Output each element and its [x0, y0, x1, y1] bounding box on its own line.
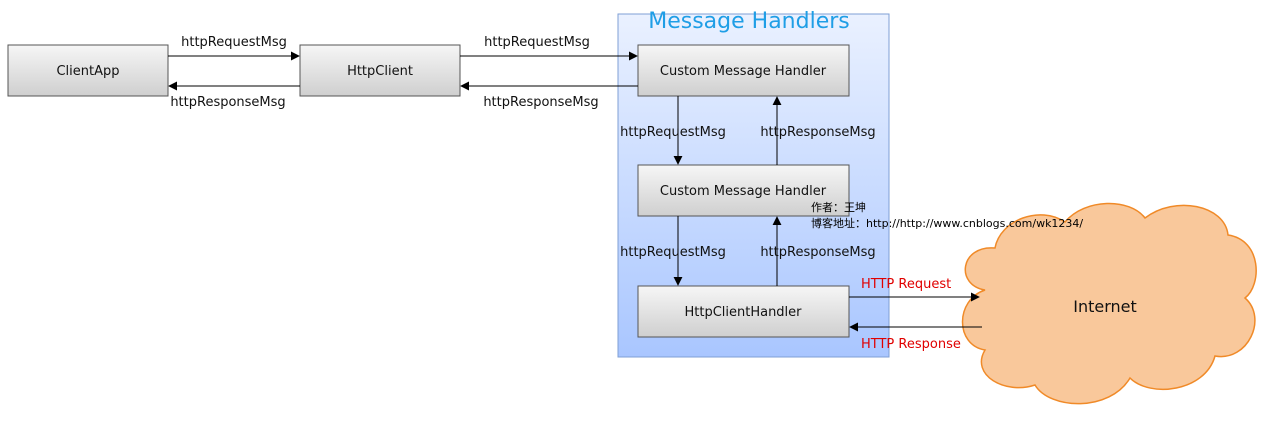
edge-label-client-to-httpclient: httpRequestMsg [181, 35, 287, 50]
client-app-label: ClientApp [56, 64, 119, 79]
watermark-author: 作者：王坤 [811, 200, 866, 214]
internet-label: Internet [1073, 297, 1137, 316]
edge-label-handler2-to-handler1: httpResponseMsg [760, 125, 875, 140]
custom-handler-2-label: Custom Message Handler [660, 184, 827, 199]
edge-label-handler1-to-httpclient: httpResponseMsg [483, 95, 598, 110]
client-app-node: ClientApp [7, 44, 169, 97]
edge-label-handler2-to-clienthandler: httpRequestMsg [620, 245, 726, 260]
internet-cloud: Internet [961, 202, 1257, 405]
edge-label-http-response: HTTP Response [861, 337, 961, 352]
custom-handler-1-box [637, 44, 850, 97]
edge-label-httpclient-to-client: httpResponseMsg [170, 95, 285, 110]
custom-handler-1-node: Custom Message Handler [637, 44, 850, 97]
http-client-handler-label: HttpClientHandler [684, 305, 802, 320]
client-app-box [7, 44, 169, 97]
watermark-blog: 博客地址：http://http://www.cnblogs.com/wk123… [811, 216, 1083, 230]
http-client-handler-node: HttpClientHandler [637, 285, 850, 338]
http-client-box [299, 44, 461, 97]
edge-label-httpclient-to-handler1: httpRequestMsg [484, 35, 590, 50]
cloud-shape [961, 202, 1257, 405]
http-client-label: HttpClient [347, 64, 413, 79]
custom-handler-2-box [637, 164, 850, 217]
http-client-node: HttpClient [299, 44, 461, 97]
http-client-handler-box [637, 285, 850, 338]
custom-handler-2-node: Custom Message Handler [637, 164, 850, 217]
group-title: Message Handlers [648, 9, 850, 34]
custom-handler-1-label: Custom Message Handler [660, 64, 827, 79]
edge-label-http-request: HTTP Request [861, 277, 951, 292]
edge-label-handler1-to-handler2: httpRequestMsg [620, 125, 726, 140]
edge-label-clienthandler-to-handler2: httpResponseMsg [760, 245, 875, 260]
